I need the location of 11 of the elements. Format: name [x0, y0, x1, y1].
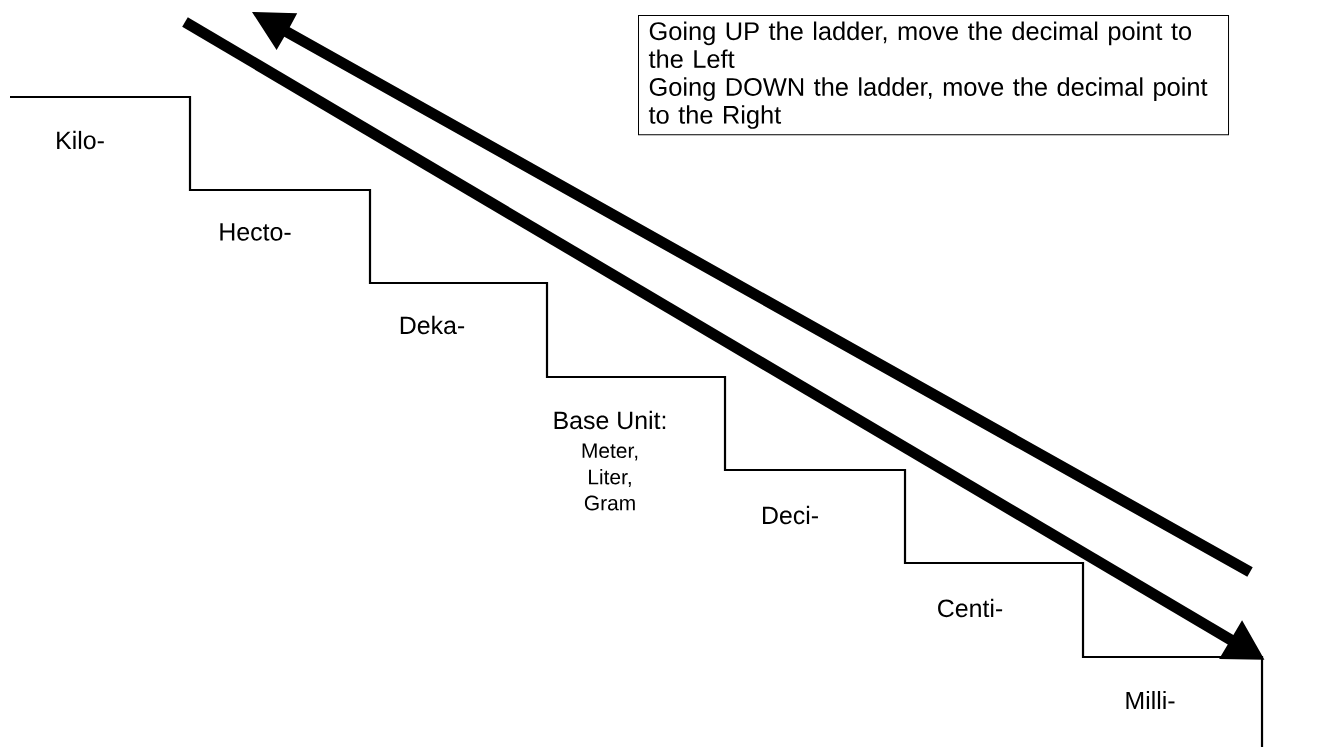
step-label: Meter,	[582, 443, 638, 461]
step-label: Centi-	[938, 598, 1003, 618]
step-label: Kilo-	[57, 130, 104, 150]
step-label: Deka-	[400, 315, 465, 335]
step-label: Deci-	[763, 505, 818, 525]
step-label: Base Unit:	[554, 410, 666, 430]
step-label: Hecto-	[220, 223, 291, 241]
step-label: Milli-	[1126, 691, 1175, 710]
note-box: Going UP the ladder, move the decimal point to the Left Going DOWN the ladder, move the decimal point to the Right	[638, 15, 1230, 136]
step-label: Gram	[584, 495, 635, 511]
step-label: Liter,	[589, 469, 631, 487]
